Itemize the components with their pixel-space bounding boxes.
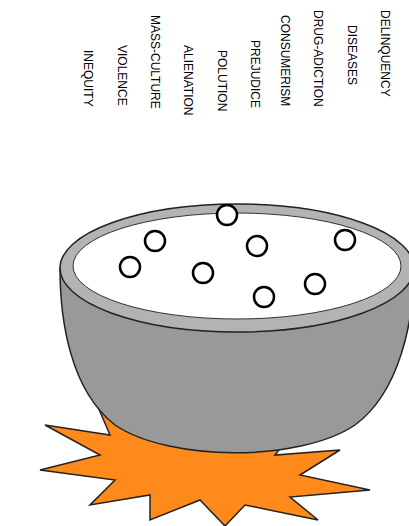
problem-label: ALIENATION [181,45,195,115]
bubble [254,287,274,307]
problem-label: PREJUDICE [248,40,262,108]
problem-label: DRUG-ADICTION [311,10,325,107]
bubble [120,257,140,277]
bubble [217,205,237,225]
problem-label: DISEASES [345,25,359,85]
pot-contents [73,213,401,319]
problem-label: INEQUITY [81,50,95,107]
bubble [305,274,325,294]
bubble [247,236,267,256]
problem-label: VIOLENCE [115,45,129,106]
problem-label: POLUTION [215,50,229,111]
pot-rim [60,204,409,332]
bubble [335,230,355,250]
problem-label: MASS-CULTURE [148,15,162,109]
bubble [193,263,213,283]
problem-label: DELINQUENCY [378,10,392,97]
bubbles [120,205,355,307]
bubble [145,231,165,251]
problem-label: CONSUMERISM [278,15,292,106]
